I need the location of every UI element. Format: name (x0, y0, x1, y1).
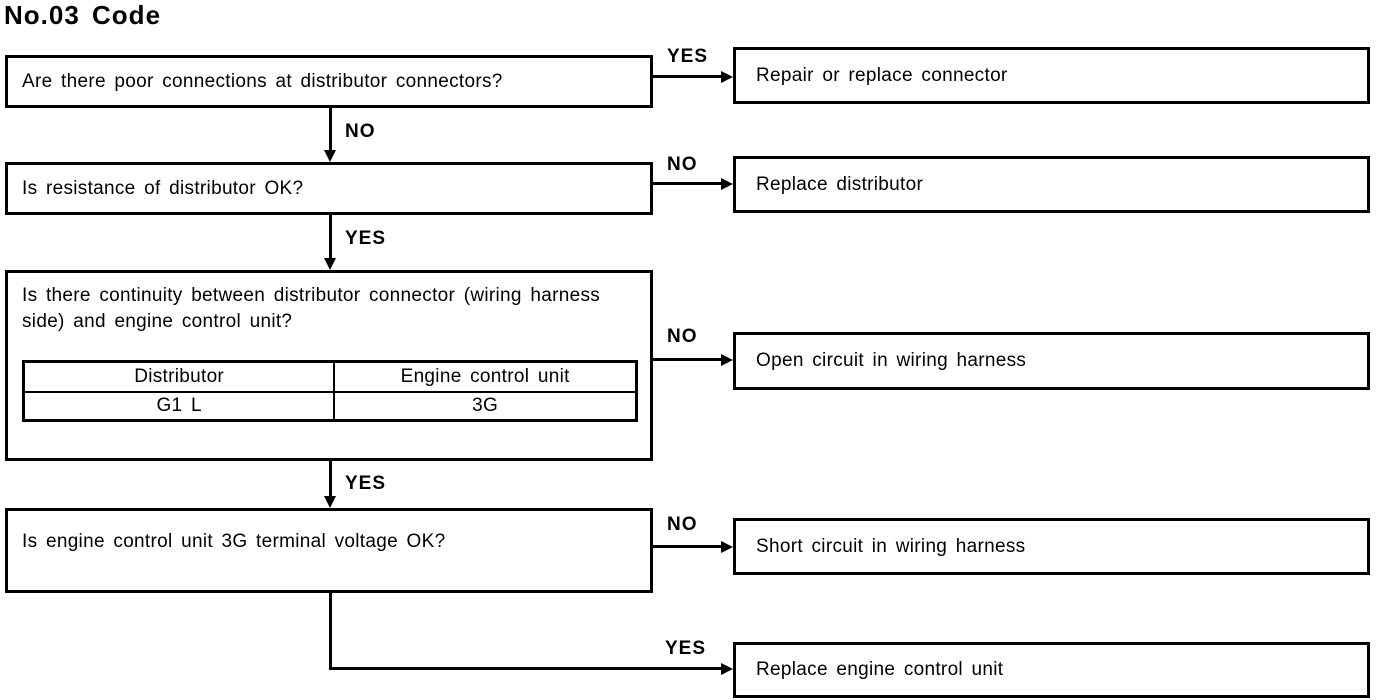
table-header-row: Distributor Engine control unit (22, 360, 638, 393)
arrowhead-down-icon (324, 496, 336, 508)
table-cell-distributor-terminal: G1 L (22, 391, 336, 422)
question-box-continuity: Is there continuity between distributor … (5, 270, 653, 461)
connector-line-q2-no (650, 182, 725, 185)
question-box-poor-connections: Are there poor connections at distributo… (5, 55, 653, 108)
result-text-short-circuit: Short circuit in wiring harness (756, 535, 1026, 557)
branch-label-yes-2: YES (345, 228, 387, 249)
result-box-replace-ecu: Replace engine control unit (733, 642, 1370, 698)
connector-line-q4-yes-horizontal (329, 667, 725, 670)
page-title: No.03 Code (4, 0, 162, 30)
result-box-short-circuit: Short circuit in wiring harness (733, 518, 1370, 575)
connector-line-q1-yes (650, 75, 725, 78)
arrowhead-right-icon (721, 541, 733, 553)
branch-label-yes-3: YES (345, 473, 387, 494)
result-box-repair-connector: Repair or replace connector (733, 47, 1370, 104)
question-text-continuity: Is there continuity between distributor … (22, 285, 601, 332)
arrowhead-right-icon (721, 178, 733, 190)
terminal-continuity-table: Distributor Engine control unit G1 L 3G (22, 360, 638, 422)
table-header-distributor: Distributor (22, 360, 336, 393)
connector-line-q2-yes (329, 214, 332, 260)
question-box-terminal-voltage: Is engine control unit 3G terminal volta… (5, 508, 653, 593)
branch-label-no-3: NO (667, 326, 698, 347)
result-text-replace-ecu: Replace engine control unit (756, 659, 1004, 680)
result-box-open-circuit: Open circuit in wiring harness (733, 332, 1370, 390)
arrowhead-right-icon (721, 354, 733, 366)
result-box-replace-distributor: Replace distributor (733, 156, 1370, 213)
connector-line-q4-yes-vertical (329, 592, 332, 670)
connector-line-q1-no (329, 107, 332, 152)
table-header-engine-control-unit: Engine control unit (333, 360, 638, 393)
arrowhead-right-icon (721, 663, 733, 675)
table-row: G1 L 3G (22, 391, 638, 422)
question-box-distributor-resistance: Is resistance of distributor OK? (5, 162, 653, 215)
branch-label-no-1: NO (345, 121, 376, 142)
connector-line-q3-no (650, 358, 725, 361)
arrowhead-down-icon (324, 258, 336, 270)
result-text-repair-connector: Repair or replace connector (756, 64, 1008, 86)
arrowhead-down-icon (324, 150, 336, 162)
result-text-replace-distributor: Replace distributor (756, 173, 924, 195)
arrowhead-right-icon (721, 71, 733, 83)
branch-label-yes-4: YES (665, 638, 707, 659)
question-text-poor-connections: Are there poor connections at distributo… (22, 70, 503, 92)
branch-label-yes-1: YES (667, 46, 709, 67)
question-text-terminal-voltage: Is engine control unit 3G terminal volta… (22, 531, 446, 552)
branch-label-no-4: NO (667, 514, 698, 535)
table-cell-ecu-terminal: 3G (333, 391, 638, 422)
connector-line-q3-yes (329, 460, 332, 498)
question-text-distributor-resistance: Is resistance of distributor OK? (22, 177, 304, 199)
result-text-open-circuit: Open circuit in wiring harness (756, 350, 1027, 371)
connector-line-q4-no (650, 545, 725, 548)
branch-label-no-2: NO (667, 154, 698, 175)
